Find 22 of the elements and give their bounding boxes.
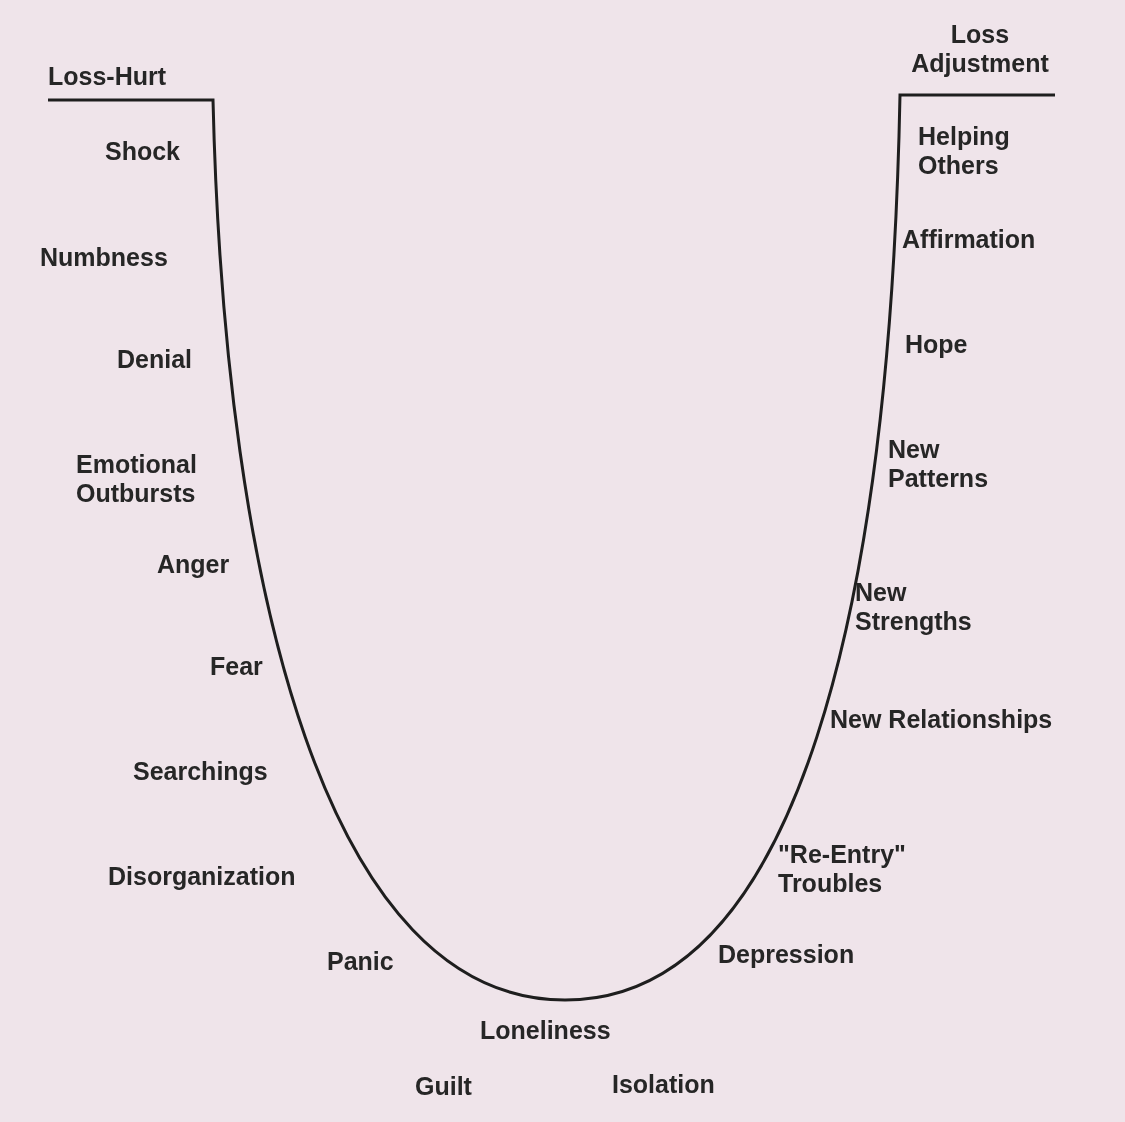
- stage-label: Loss-Hurt: [48, 62, 167, 91]
- stage-label: Emotional Outbursts: [76, 450, 198, 508]
- stage-label: Loss Adjustment: [910, 20, 1050, 78]
- stage-label: Panic: [327, 947, 394, 976]
- stage-label: Fear: [210, 652, 263, 681]
- stage-label: Numbness: [40, 243, 168, 272]
- stage-label: Isolation: [612, 1070, 715, 1099]
- stage-label: Anger: [157, 550, 230, 579]
- stage-label: New Patterns: [888, 435, 990, 493]
- stage-label: Hope: [905, 330, 968, 359]
- stage-label: Guilt: [415, 1072, 472, 1101]
- stage-label: Denial: [117, 345, 193, 374]
- stage-label: Disorganization: [108, 862, 296, 891]
- stage-label: New Relationships: [830, 705, 1054, 734]
- stage-label: New Strengths: [855, 578, 973, 636]
- stage-label: Shock: [105, 137, 181, 166]
- stage-label: Depression: [718, 940, 855, 969]
- stage-label: Loneliness: [480, 1016, 611, 1045]
- stage-label: Affirmation: [902, 225, 1036, 254]
- stage-label: Searchings: [133, 757, 268, 786]
- stage-label: Helping Others: [918, 122, 1011, 180]
- stage-label: "Re-Entry" Troubles: [778, 840, 907, 898]
